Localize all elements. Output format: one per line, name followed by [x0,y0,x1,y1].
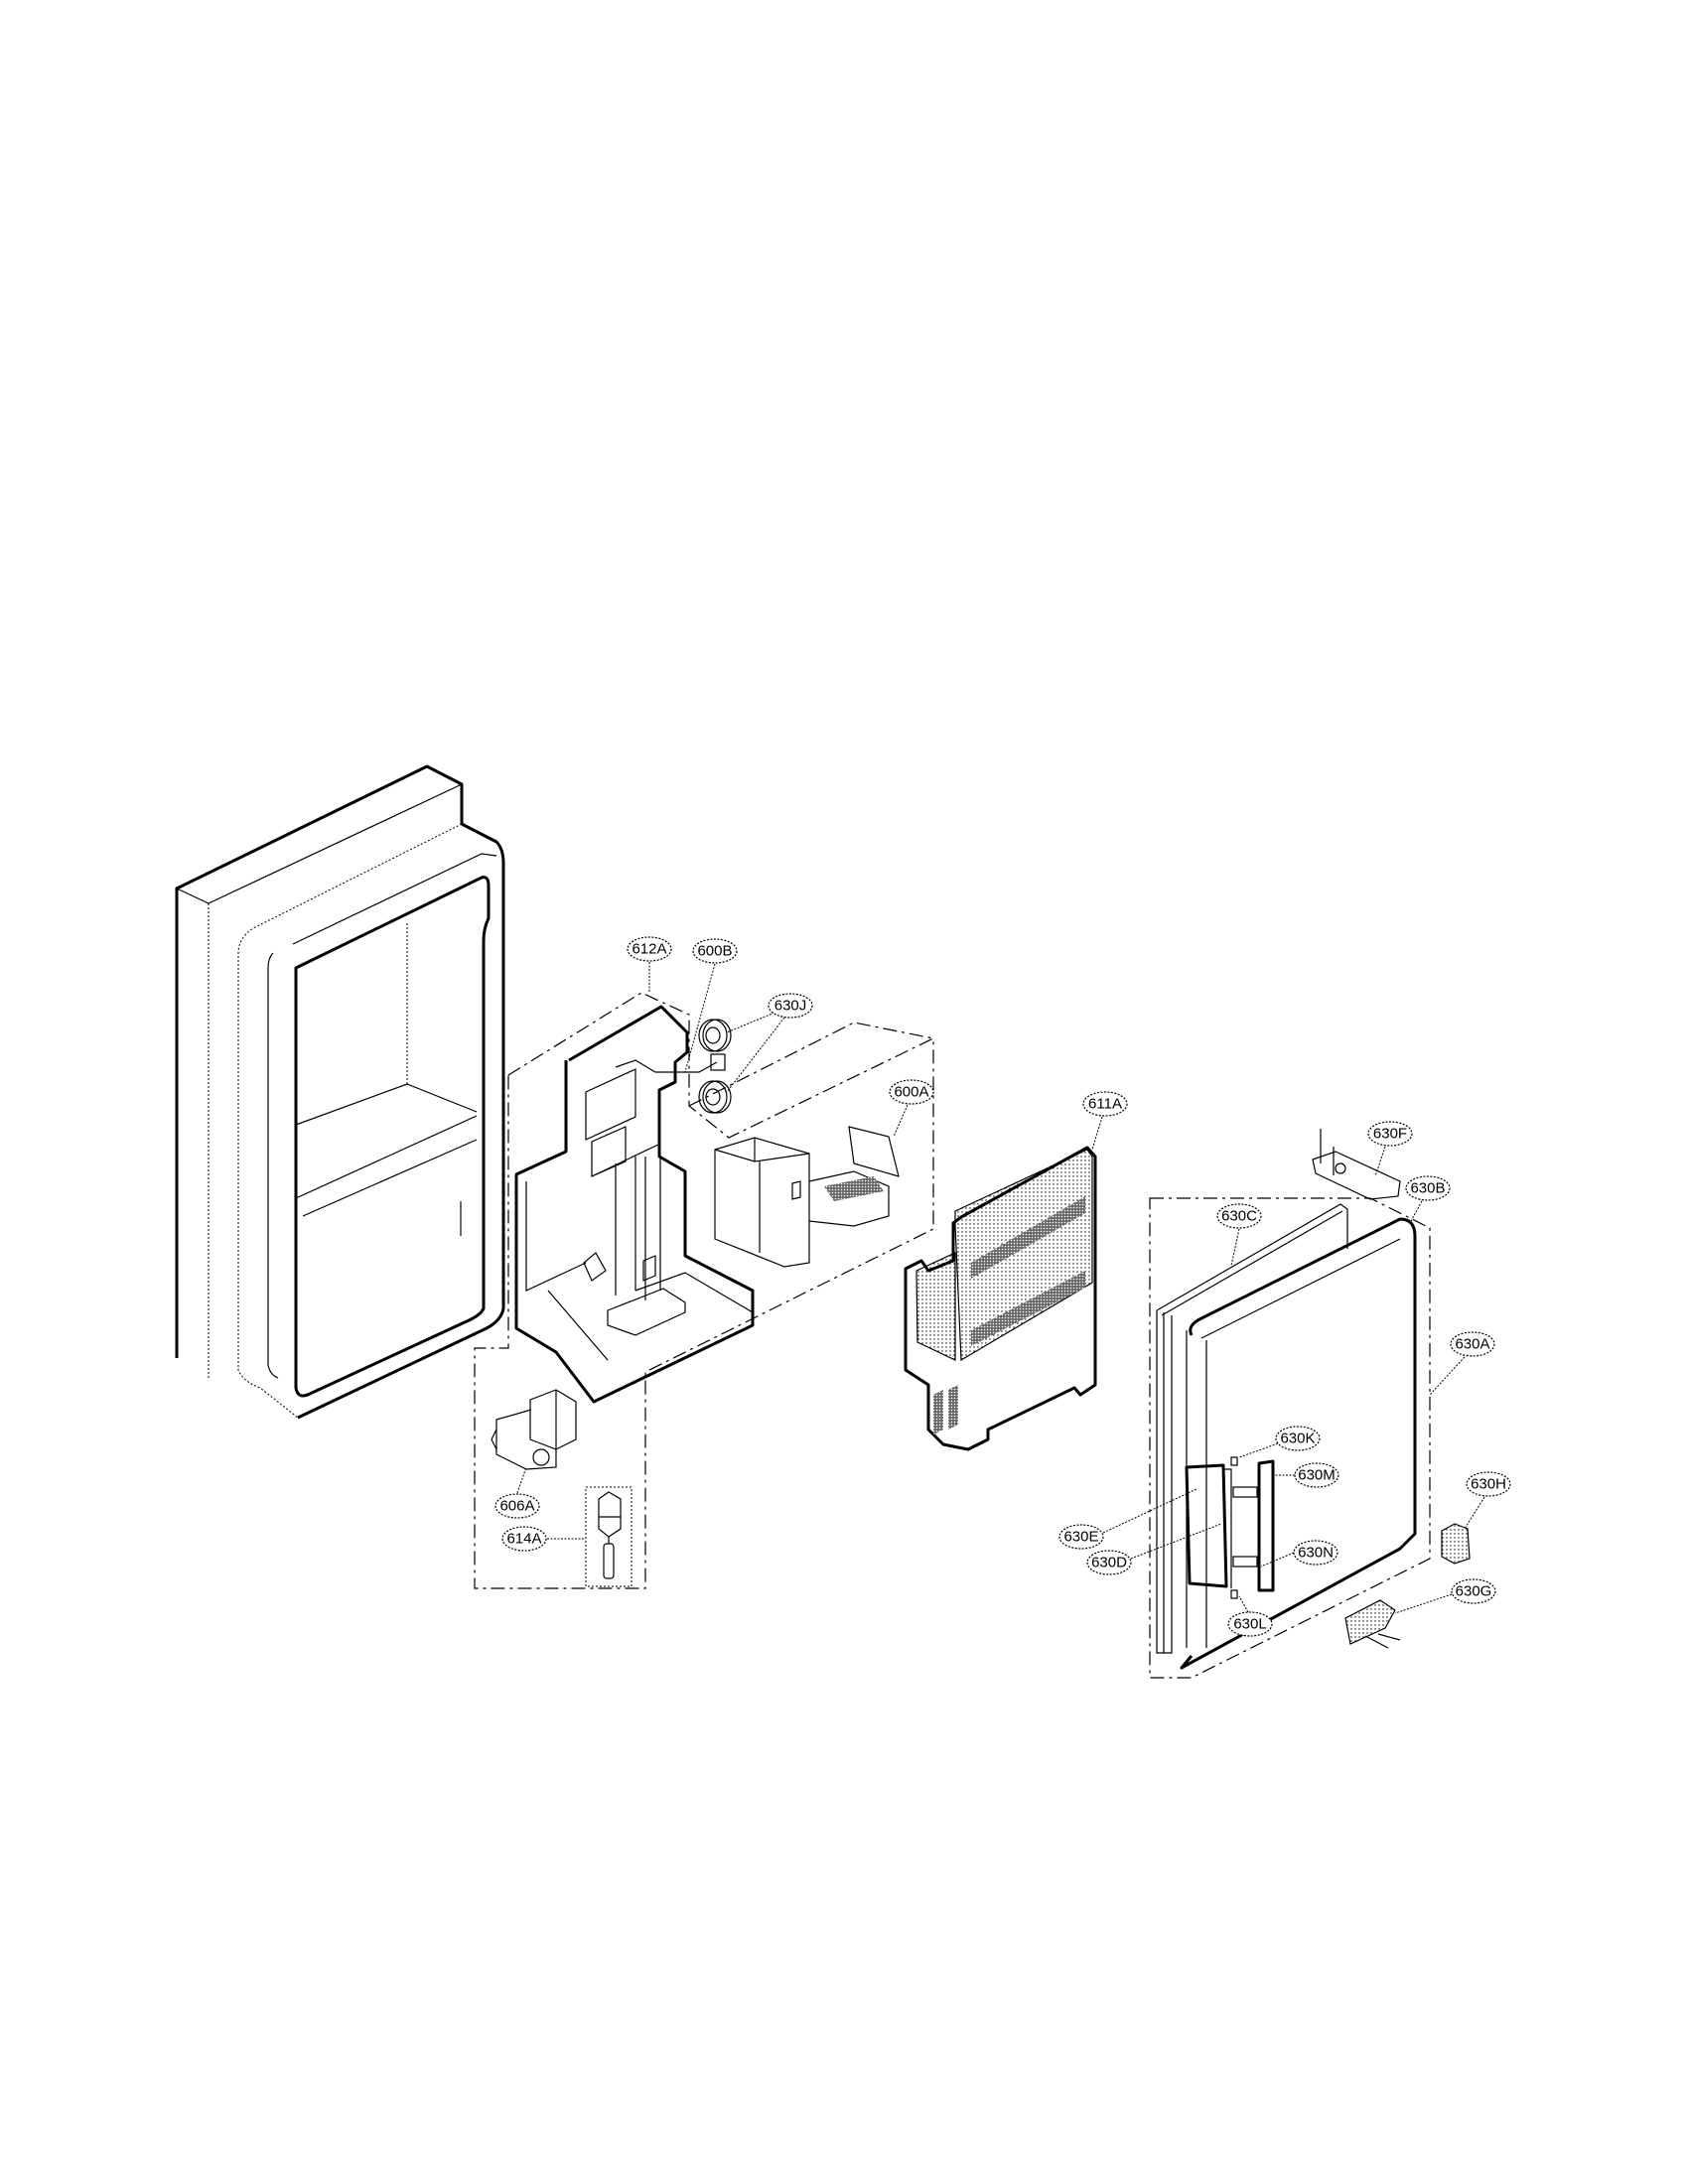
svg-text:612A: 612A [632,941,666,958]
ice-maker-assembly [714,1126,900,1268]
freezer-door-outer-panel [175,764,505,1420]
callout-630H: 630H [1466,1471,1511,1497]
svg-text:614A: 614A [506,1531,541,1548]
callout-630K: 630K [1275,1426,1321,1451]
callout-600A: 600A [889,1079,934,1105]
svg-text:630B: 630B [1410,1180,1445,1197]
svg-text:611A: 611A [1088,1096,1122,1113]
svg-text:630J: 630J [774,998,807,1015]
callout-600B: 600B [692,938,738,964]
svg-text:630G: 630G [1456,1583,1492,1600]
svg-text:600B: 600B [697,943,732,960]
callout-614A: 614A [501,1526,547,1552]
ice-bin-cover [904,1146,1097,1451]
svg-text:630A: 630A [1455,1336,1489,1353]
svg-text:630E: 630E [1063,1529,1098,1546]
svg-text:630L: 630L [1233,1616,1266,1633]
callout-630J: 630J [768,993,813,1019]
callout-630A: 630A [1450,1331,1495,1357]
callout-630C: 630C [1216,1203,1262,1229]
svg-text:630H: 630H [1471,1476,1506,1493]
dispenser-housing-assembly [474,992,934,1589]
svg-text:630M: 630M [1298,1467,1336,1484]
callout-606A: 606A [494,1493,540,1519]
door-assembly [1149,1197,1431,1679]
hinge-cap [1441,1523,1471,1565]
callout-630G: 630G [1451,1578,1496,1604]
handle-assembly [1185,1456,1275,1599]
hinge-bracket [1312,1129,1401,1200]
water-valve [585,1486,633,1587]
callout-630L: 630L [1227,1611,1273,1637]
callout-611A: 611A [1082,1091,1128,1117]
callout-630N: 630N [1293,1540,1338,1566]
callout-630B: 630B [1405,1175,1451,1201]
svg-text:630K: 630K [1280,1431,1315,1447]
callout-630M: 630M [1294,1462,1339,1488]
auger-motor [491,1389,577,1470]
svg-text:630N: 630N [1298,1545,1334,1562]
lower-hinge [1344,1599,1401,1649]
ice-maker-rollers [698,1019,732,1114]
svg-text:630C: 630C [1221,1208,1257,1225]
callout-630F: 630F [1367,1121,1413,1147]
callout-612A: 612A [627,936,672,962]
callout-630E: 630E [1058,1524,1104,1550]
svg-text:630D: 630D [1091,1555,1127,1571]
svg-text:606A: 606A [499,1498,534,1515]
leader-lines [516,962,1485,1614]
callout-630D: 630D [1086,1550,1132,1575]
svg-text:630F: 630F [1373,1126,1407,1143]
svg-text:600A: 600A [894,1084,928,1101]
